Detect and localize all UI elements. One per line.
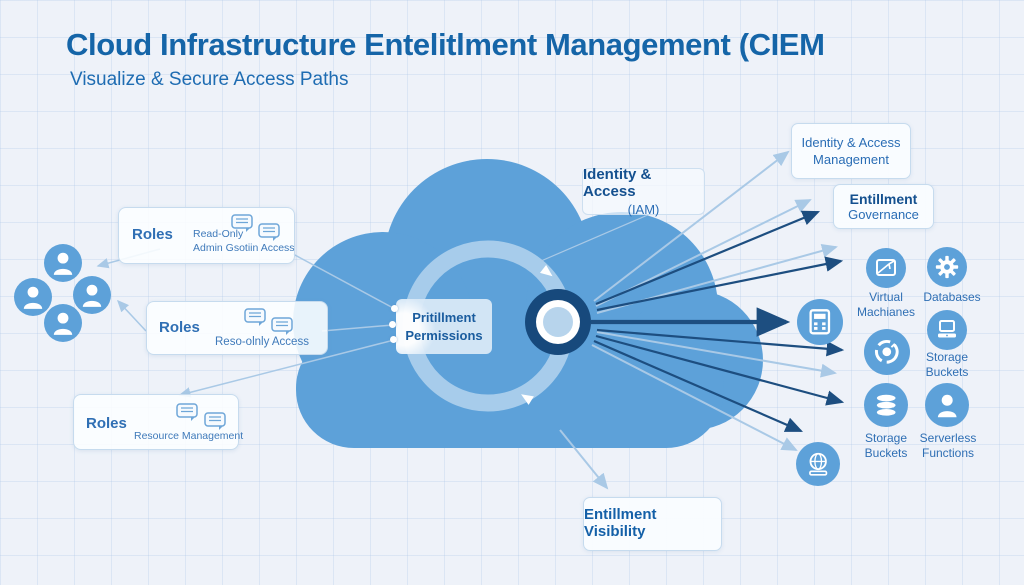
permissions-line1: Pritillment (412, 310, 476, 325)
entitlement-permissions-label: Pritillment Permissions (396, 299, 492, 354)
iam-management-label: Identity & Access Management (801, 135, 901, 167)
storage-laptop-icon (927, 310, 967, 350)
user-icon (44, 244, 82, 282)
user-icon (44, 304, 82, 342)
iam-label: Identity & Access (IAM) (582, 166, 705, 217)
roles-box-title: Roles (86, 415, 127, 432)
chat-bubble-icon (244, 308, 270, 328)
user-icon (14, 278, 52, 316)
roles-box-line: Resource Management (134, 430, 244, 442)
databases-label: Databases (923, 290, 981, 304)
page-subtitle: Visualize & Secure Access Paths (70, 69, 349, 90)
entitlement-visibility-box: Entillment Visibility (583, 497, 722, 551)
visibility-label: Entillment Visibility (584, 506, 657, 540)
chat-bubble-icon (231, 214, 257, 234)
iam-management-box: Identity & Access Management (791, 123, 911, 179)
permissions-line2: Permissions (405, 328, 483, 343)
iam-line2: (IAM) (627, 202, 660, 217)
roles-box-line: Admin Gsotiin Access (193, 242, 295, 254)
chat-bubble-icon (258, 223, 284, 243)
lens-icon (864, 329, 910, 375)
light-arrows (540, 150, 838, 490)
roles-box-resource-only: Roles Reso-olnly Access (146, 301, 328, 355)
governance-title: Entillment (849, 191, 918, 207)
access-hub (525, 289, 591, 355)
roles-box-line: Reso-olnly Access (215, 336, 309, 348)
page-title: Cloud Infrastructure Entelitlment Manage… (66, 27, 825, 62)
roles-box-title: Roles (132, 226, 173, 243)
ring-arrowhead-bottom (521, 394, 534, 405)
chat-bubble-icon (176, 403, 202, 423)
chat-bubble-icon (204, 412, 230, 432)
roles-box-resource-management: Roles Resource Management (73, 394, 243, 450)
chat-bubble-icon (271, 317, 297, 337)
storage-buckets-label: Storage Buckets (925, 350, 969, 379)
databases-gear-icon (927, 247, 967, 287)
dark-arrows (591, 210, 845, 433)
calculator-icon (797, 299, 843, 345)
user-icon (73, 276, 111, 314)
iam-line1: Identity & Access (583, 166, 652, 200)
virtual-machines-icon (866, 248, 906, 288)
roles-box-line: Read-Only (193, 228, 244, 240)
serverless-functions-label: Serverless Functions (919, 431, 977, 460)
ring-arrowhead-top (539, 264, 553, 277)
serverless-person-icon (925, 383, 969, 427)
virtual-machines-label: Virtual Machianes (856, 290, 916, 319)
storage-stack-icon (864, 383, 908, 427)
roles-box-title: Roles (159, 319, 200, 336)
storage-buckets-label: Storage Buckets (864, 431, 908, 460)
roles-box-readonly: Roles Read-Only Admin Gsotiin Access (118, 207, 295, 264)
entitlement-governance-box: Entillment Governance (833, 184, 934, 229)
globe-icon (796, 442, 840, 486)
connector-node (389, 321, 396, 328)
connector-node (391, 305, 398, 312)
governance-subtitle: Governance (848, 207, 919, 222)
connector-node (390, 336, 397, 343)
